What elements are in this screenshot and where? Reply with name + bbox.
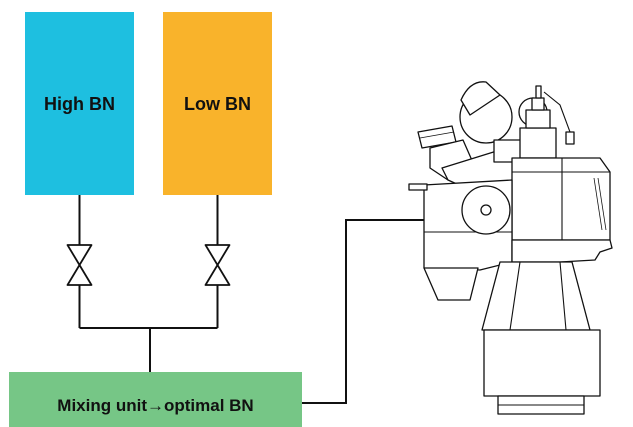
marine-engine-icon bbox=[408, 81, 613, 415]
low-bn-label: Low BN bbox=[184, 94, 251, 114]
gate-valve-icon bbox=[66, 244, 93, 286]
mixing-unit-box bbox=[9, 372, 302, 427]
low-bn-tank: Low BN bbox=[163, 12, 272, 195]
high-bn-tank: High BN bbox=[25, 12, 134, 195]
engine-feed-pipe bbox=[302, 219, 425, 404]
mixing-unit-label: Mixing unit→optimal BN bbox=[57, 396, 253, 415]
gate-valve-icon bbox=[204, 244, 231, 286]
low-bn-tank-body bbox=[163, 12, 272, 195]
high-bn-tank-body bbox=[25, 12, 134, 195]
tank-piping bbox=[78, 195, 219, 372]
mixing-unit: Mixing unit→optimal BN bbox=[9, 372, 302, 427]
high-bn-label: High BN bbox=[44, 94, 115, 114]
